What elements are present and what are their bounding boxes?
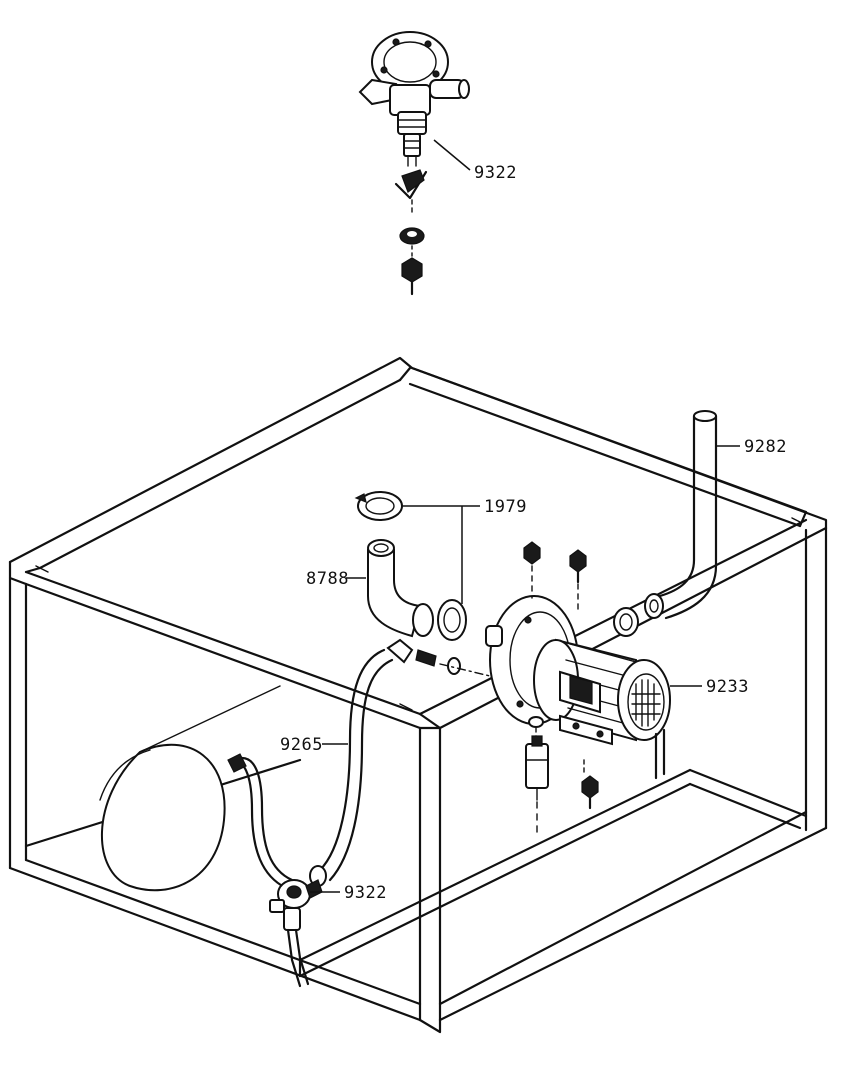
- label-hose-left: 9265: [280, 735, 323, 755]
- label-valve-top: 9322: [474, 163, 517, 183]
- label-motor: 9233: [706, 677, 749, 697]
- tank: [99, 685, 281, 892]
- clamps-and-elbow: 1979 8788: [306, 491, 527, 641]
- valve-bottom-body: [269, 879, 323, 931]
- pump-motor: 9233: [485, 595, 749, 780]
- label-hose-vertical: 9282: [744, 437, 787, 457]
- exploded-bolts: [386, 541, 599, 837]
- elbow: [367, 539, 434, 638]
- clamp-lower: [437, 599, 467, 641]
- valve-top-assembly: 9322: [358, 31, 517, 296]
- hose-left: 9265: [280, 648, 394, 887]
- fan-grill: [631, 679, 661, 727]
- label-valve-bottom: 9322: [344, 883, 387, 903]
- hose-vertical: 9282: [613, 410, 787, 637]
- valve-bottom-assembly: 9322: [227, 753, 387, 988]
- label-elbow: 8788: [306, 569, 349, 589]
- valve-top-leader: [433, 139, 471, 171]
- pressure-sensor: [525, 735, 549, 801]
- label-clamps: 1979: [484, 497, 527, 517]
- valve-top-body: [358, 31, 470, 167]
- frame: [8, 356, 828, 1034]
- valve-top-fasteners: [394, 169, 428, 296]
